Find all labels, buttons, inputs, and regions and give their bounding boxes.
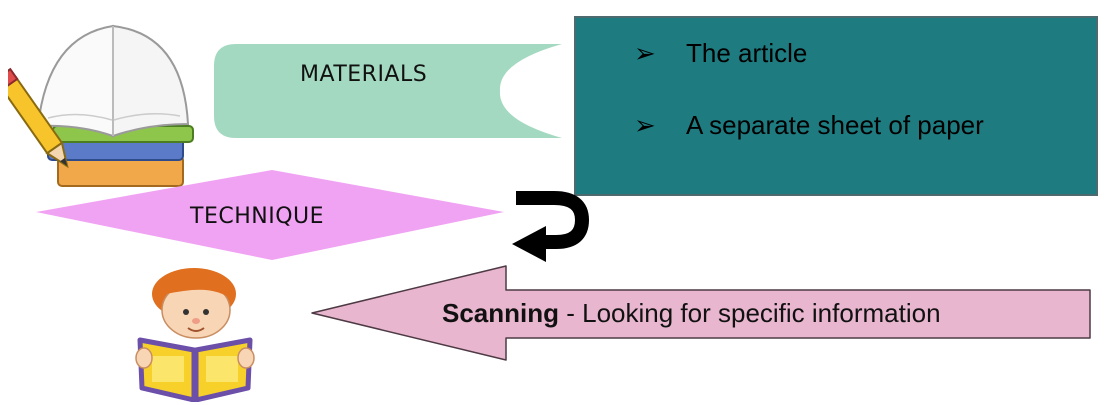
scanning-bold-term: Scanning <box>442 298 560 328</box>
open-book-stack-with-pencil-icon <box>8 24 194 187</box>
materials-list-box: ➢ The article ➢ A separate sheet of pape… <box>574 16 1098 196</box>
materials-item-1: ➢ The article <box>634 38 807 69</box>
technique-label: TECHNIQUE <box>190 204 325 229</box>
materials-item-text: The article <box>686 38 808 68</box>
boy-reading-book-icon <box>135 268 255 402</box>
bullet-arrow-icon: ➢ <box>634 38 656 68</box>
bullet-arrow-icon: ➢ <box>634 110 656 140</box>
materials-callout-shape <box>214 44 562 138</box>
materials-label: MATERIALS <box>300 62 428 87</box>
scanning-label: Scanning - Looking for specific informat… <box>442 298 941 329</box>
curved-u-turn-arrow-icon <box>512 191 590 262</box>
scanning-description: - Looking for specific information <box>559 298 941 328</box>
technique-diamond-shape <box>36 170 504 260</box>
materials-item-2: ➢ A separate sheet of paper <box>634 110 984 141</box>
scanning-arrow-shape <box>311 265 1091 361</box>
materials-item-text: A separate sheet of paper <box>686 110 984 140</box>
